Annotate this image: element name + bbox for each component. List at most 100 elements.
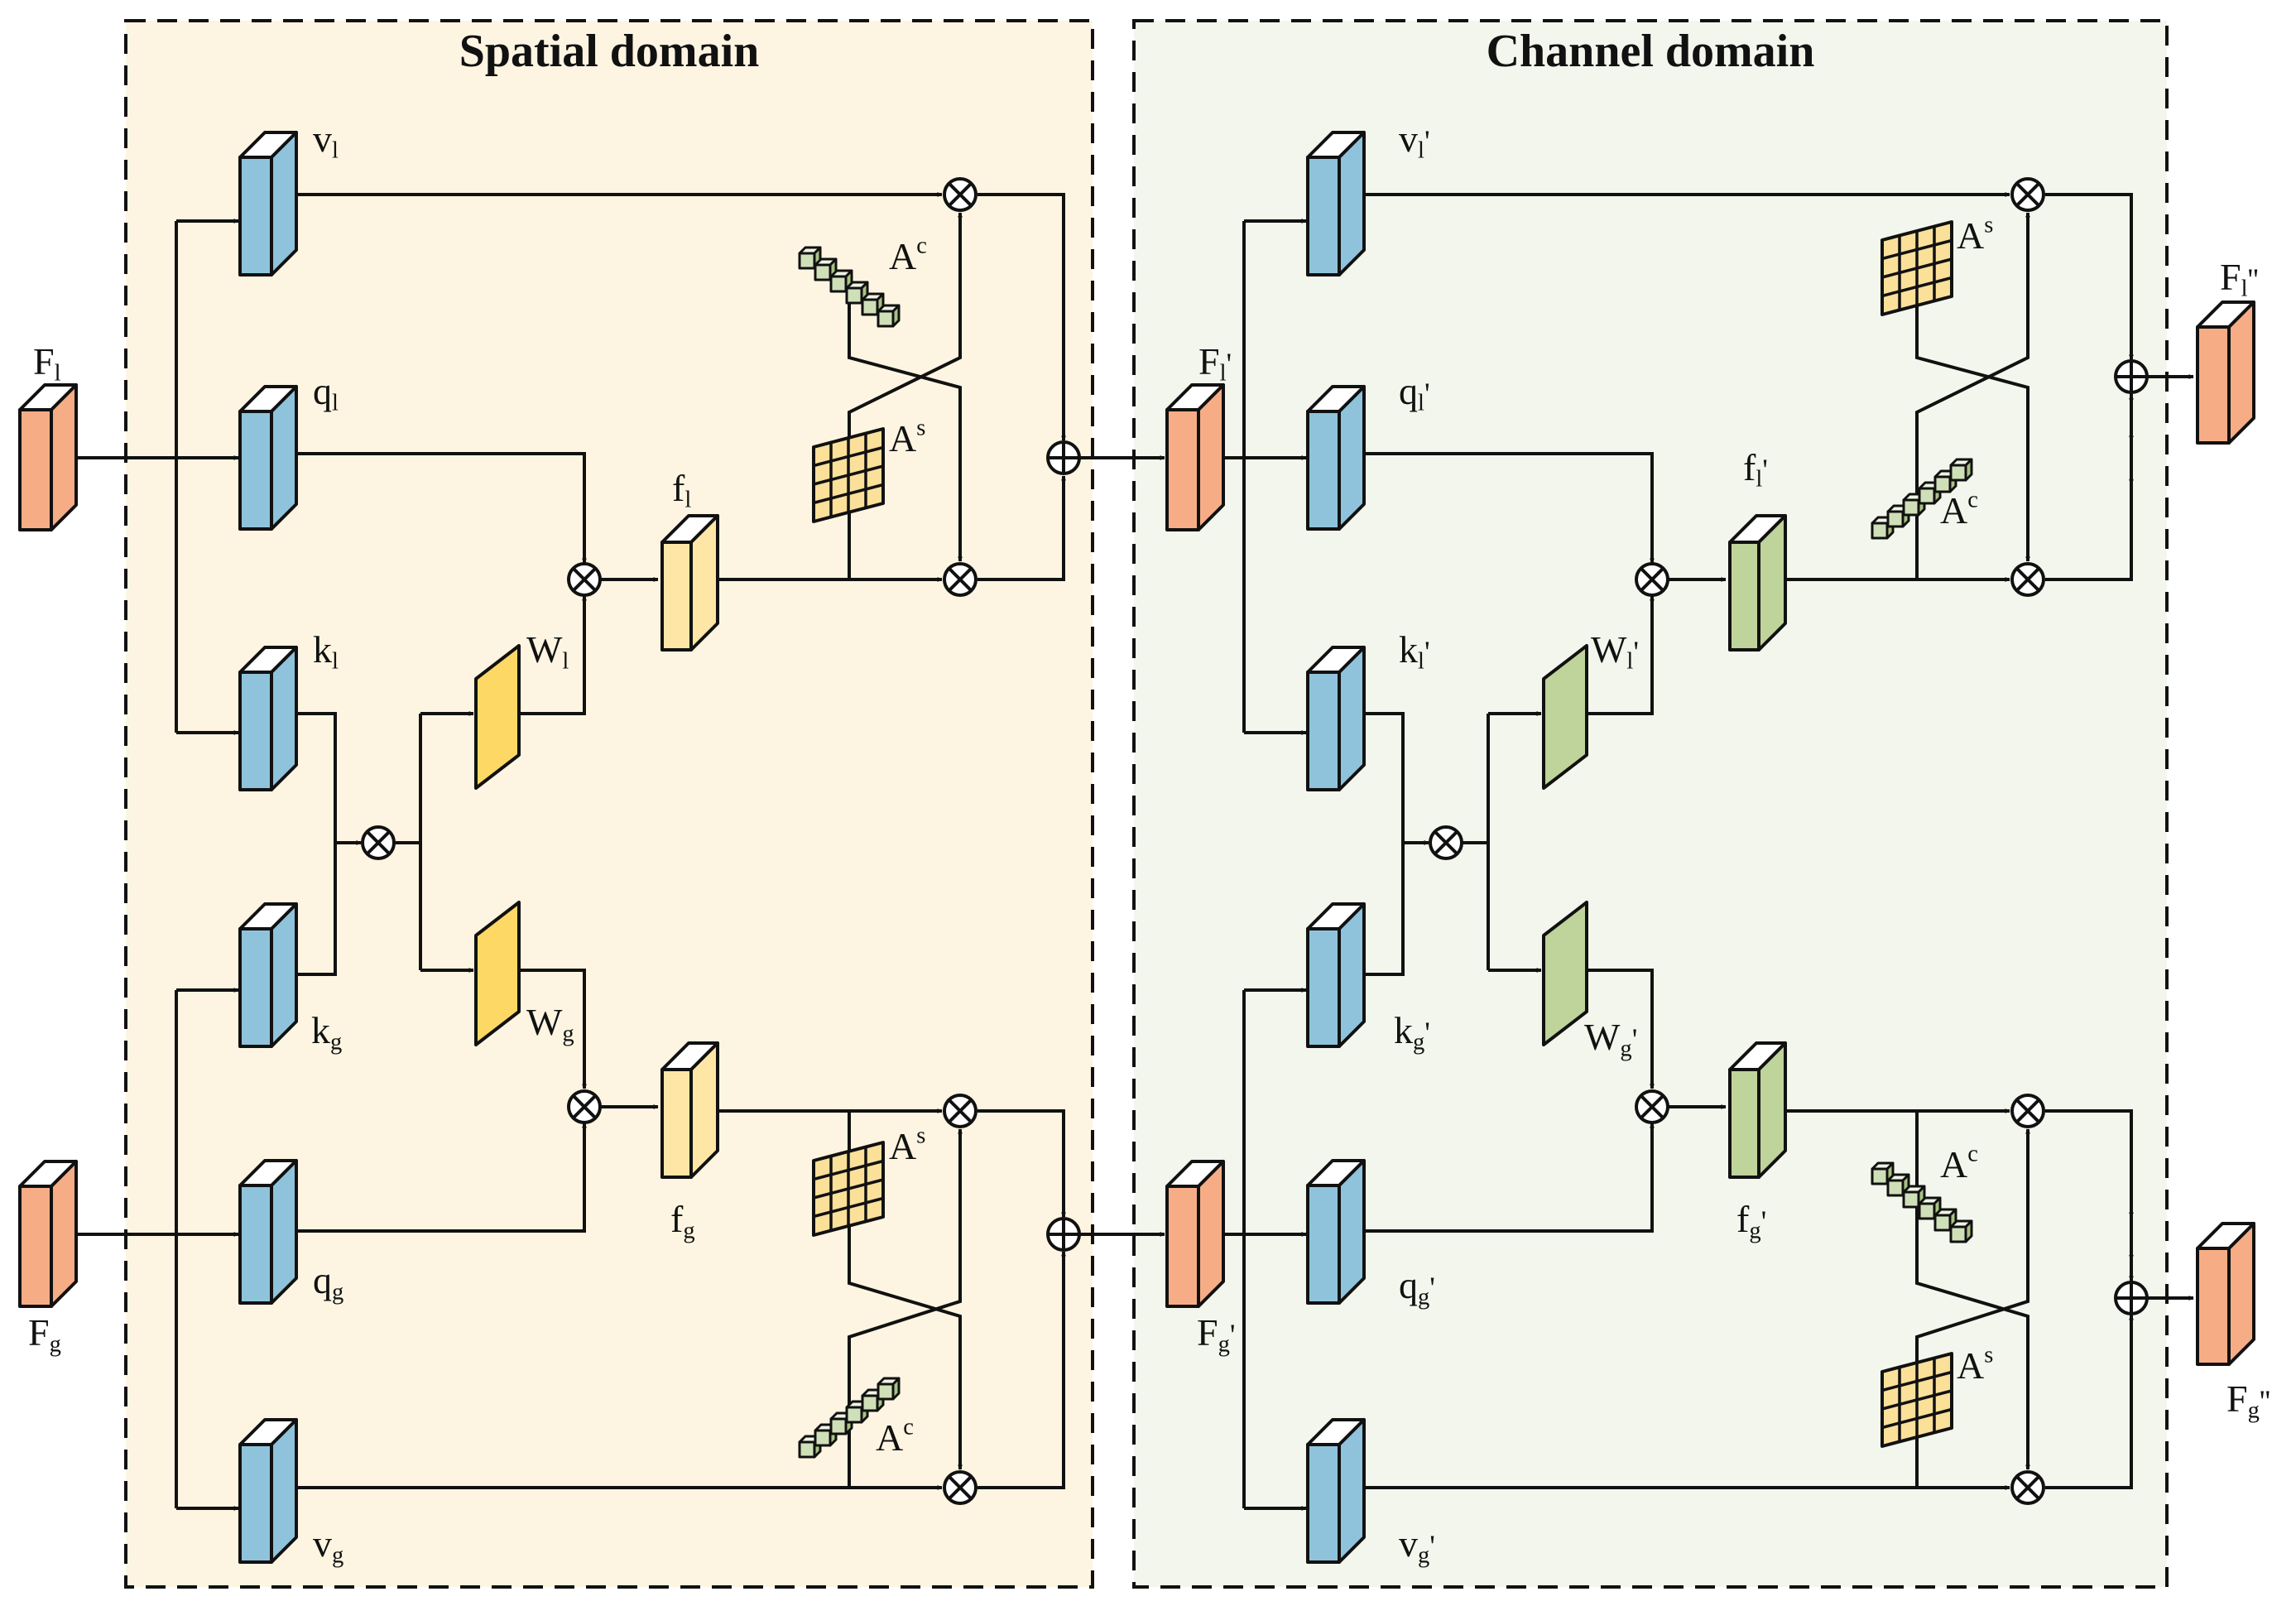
label-spatial-Wl: Wl: [526, 628, 569, 674]
spatial-v-l-block: [238, 131, 298, 276]
channel-cross-top-a: [1915, 277, 2030, 562]
label-spatial-fl: fl: [672, 467, 691, 512]
label-channel-kl: kl': [1399, 628, 1430, 674]
channel-fl-block-front: [1728, 541, 1760, 652]
channel-ac-vector-top-cube-front: [1933, 475, 1952, 493]
channel-plus-l: [2114, 359, 2149, 394]
label-channel-Wl: Wl': [1591, 628, 1639, 674]
diagram-labels: FlFgvlqlklkgqgvgWlWgflfgAcAsAsAcFl'Fg'vl…: [28, 118, 2270, 1568]
channel-wl-to-mult: [1587, 595, 1655, 715]
channel-output-l-block-front: [2196, 325, 2231, 445]
spatial-input-l-block: [18, 383, 78, 531]
label-channel-Fg: Fg': [1197, 1311, 1236, 1357]
channel-ac-vector-bottom-cube-front: [1918, 1202, 1936, 1220]
channel-v-g-block: [1306, 1418, 1366, 1564]
spatial-ac-vector-top-cube-front: [814, 263, 832, 281]
spatial-input-l-block-front: [18, 408, 53, 531]
label-channel-ql: ql': [1399, 370, 1430, 416]
spatial-as-grid-top-row-line: [813, 483, 884, 505]
spatial-domain-title: Spatial domain: [459, 26, 760, 77]
label-channel-kg: kg': [1394, 1009, 1430, 1055]
label-channel-vl: vl': [1399, 118, 1430, 163]
spatial-ac-vector-top-cube-front: [877, 310, 895, 328]
spatial-att-top-1-stroke-b: [948, 182, 973, 207]
channel-plus-g: [2114, 1281, 2149, 1315]
label-channel-qg: qg': [1399, 1264, 1435, 1310]
channel-q-g-block-side: [1338, 1159, 1366, 1305]
spatial-fg-block-front: [660, 1068, 693, 1179]
spatial-as-grid-bottom: [812, 1141, 885, 1237]
channel-ac-vector-bottom-cube-front: [1886, 1179, 1905, 1197]
spatial-q-l-block: [238, 385, 298, 531]
spatial-att4-to-plus: [977, 1251, 1066, 1489]
label-spatial-A-bot-1: As: [889, 1123, 925, 1167]
spatial-ac-vector-top-cube-front: [798, 252, 816, 270]
spatial-k-l-block: [238, 646, 298, 791]
label-channel-A-top-1: As: [1957, 213, 1993, 257]
spatial-ql-to-mult: [273, 452, 587, 564]
spatial-k-g-block-front: [238, 927, 273, 1048]
label-channel-Wg: Wg': [1584, 1016, 1637, 1061]
spatial-wg-block: [474, 901, 521, 1046]
channel-fg-block-front: [1728, 1068, 1760, 1179]
spatial-kl-merge: [298, 712, 337, 843]
spatial-att-bot-1-stroke-b: [948, 1099, 973, 1123]
channel-mult-l: [1635, 562, 1669, 597]
channel-kl-merge: [1366, 712, 1405, 843]
label-spatial-A-top-1: Ac: [889, 233, 927, 277]
channel-input-l-block: [1165, 383, 1225, 531]
label-spatial-Fl: Fl: [33, 340, 61, 386]
channel-ac-vector-top-cube-front: [1871, 522, 1889, 540]
spatial-mult-g: [567, 1089, 602, 1124]
channel-as-grid-bottom-row-line: [1881, 1407, 1953, 1430]
channel-ac-vector-bottom: [1871, 1161, 1973, 1243]
label-channel-fg: fg': [1736, 1198, 1766, 1243]
spatial-att-bot-2: [943, 1470, 977, 1505]
channel-q-l-block-side: [1338, 385, 1366, 531]
channel-ac-vector-top: [1871, 458, 1973, 540]
spatial-mult-l-stroke-b: [572, 567, 597, 592]
spatial-input-g-block-side: [50, 1160, 78, 1308]
spatial-ac-vector-top: [798, 246, 901, 328]
spatial-ac-vector-bottom: [798, 1377, 901, 1459]
channel-output-l-block: [2196, 301, 2255, 445]
spatial-wg-to-mult: [519, 969, 587, 1089]
channel-k-l-block: [1306, 646, 1366, 791]
spatial-att-top-2-stroke-b: [948, 567, 973, 592]
spatial-wl-to-mult: [519, 595, 587, 715]
spatial-fl-block: [660, 514, 719, 652]
channel-wg-block: [1542, 901, 1588, 1046]
label-spatial-Fg: Fg: [28, 1311, 61, 1357]
channel-mult-g: [1635, 1089, 1669, 1124]
spatial-as-grid-bottom-row-line: [813, 1178, 884, 1200]
channel-att-bot-1: [2010, 1094, 2045, 1128]
channel-output-l-block-side: [2227, 301, 2255, 445]
channel-att-bot-2: [2010, 1470, 2045, 1505]
label-spatial-kl: kl: [313, 628, 339, 674]
channel-wg-to-mult: [1587, 969, 1655, 1089]
channel-fg-block: [1728, 1041, 1787, 1179]
spatial-input-g-block: [18, 1160, 78, 1308]
spatial-mult-g-stroke-b: [572, 1094, 597, 1119]
spatial-att3-to-plus: [977, 1109, 1066, 1218]
spatial-fg-block: [660, 1041, 719, 1179]
channel-v-l-block: [1306, 131, 1366, 276]
channel-v-l-block-side: [1338, 131, 1366, 276]
spatial-ac-vector-top-cube-front: [845, 286, 863, 305]
channel-domain-title: Channel domain: [1487, 26, 1815, 77]
channel-ac-vector-top-cube-front: [1949, 464, 1967, 482]
channel-q-g-block-front: [1306, 1184, 1341, 1305]
channel-k-g-block-side: [1338, 902, 1366, 1048]
channel-k-g-block: [1306, 902, 1366, 1048]
channel-ql-to-mult: [1341, 452, 1655, 564]
spatial-input-g-block-front: [18, 1185, 53, 1308]
spatial-ac-vector-bottom-cube-front: [845, 1406, 863, 1424]
channel-as-grid-top-row-line: [1881, 276, 1953, 298]
channel-output-g-block-front: [2196, 1247, 2231, 1366]
channel-v-l-block-front: [1306, 156, 1341, 276]
label-spatial-ql: ql: [313, 370, 339, 416]
channel-mult-l-stroke-b: [1640, 567, 1664, 592]
spatial-input-l-block-side: [50, 383, 78, 531]
